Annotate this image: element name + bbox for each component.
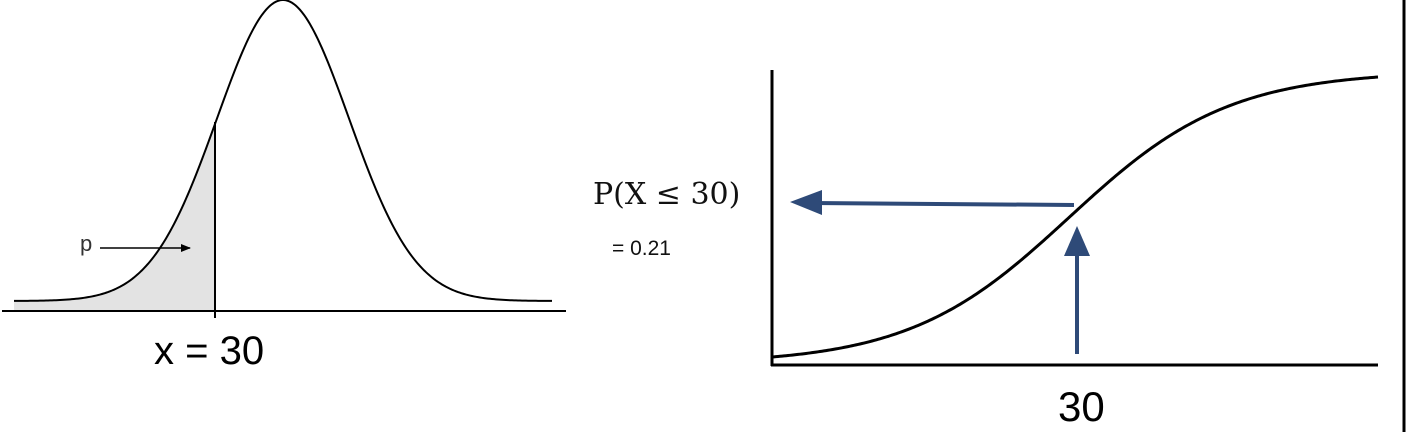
- probability-arrow-shaft: [811, 201, 1075, 207]
- probability-label: P(X ≤ 30): [593, 177, 740, 212]
- x-arrow-head: [1064, 226, 1090, 256]
- probability-arrow-head: [790, 190, 822, 215]
- x-tick-label: 30: [1058, 383, 1105, 430]
- probability-value: = 0.21: [612, 237, 671, 260]
- cdf-panel: P(X ≤ 30) = 0.21 30: [593, 70, 1379, 430]
- pdf-curve: [13, 0, 553, 302]
- pdf-panel: p x = 30: [2, 0, 566, 373]
- area-label: p: [80, 231, 92, 256]
- shaded-left-tail: [14, 123, 215, 312]
- x-value-label: x = 30: [154, 329, 264, 373]
- cdf-curve: [771, 75, 1379, 359]
